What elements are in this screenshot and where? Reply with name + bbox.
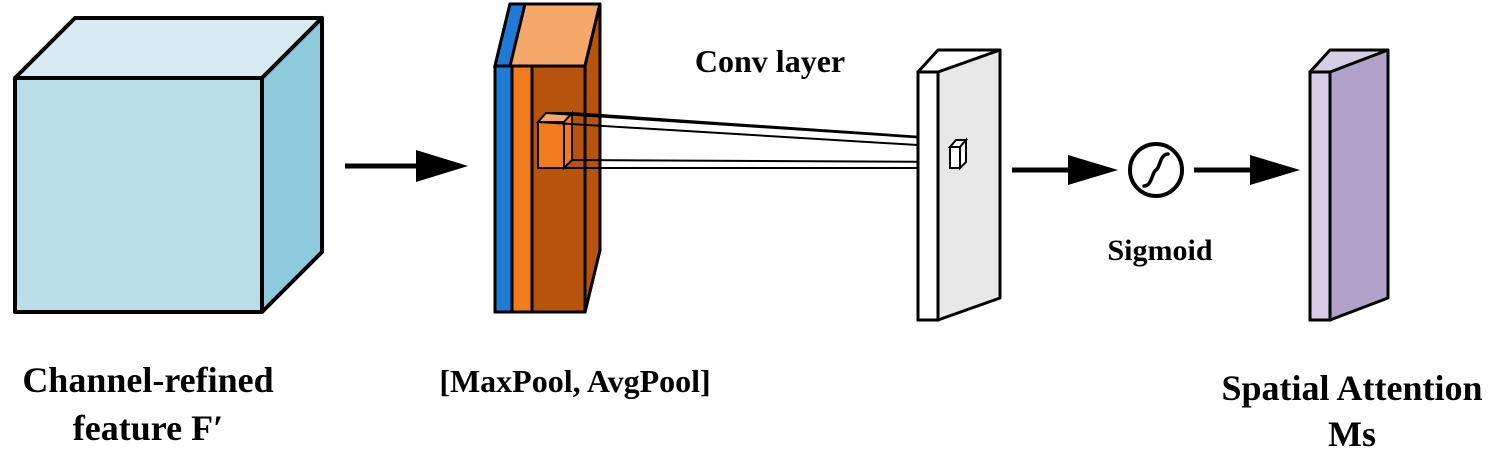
pool-orange-layer [510,64,534,314]
input-label-line2: feature F′ [73,408,223,448]
input-label-line1: Channel-refined [22,360,273,400]
conv-projection-lines [537,112,967,169]
conv-plate-face [936,48,1002,322]
arrow-input-to-pool [345,150,468,182]
arrow-conv-to-sigmoid [1012,155,1118,185]
sigmoid-label: Sigmoid [1107,234,1212,267]
kernel-box-front [537,121,565,169]
pool-label: [MaxPool, AvgPool] [439,363,710,399]
cube-front-face [13,76,264,314]
pool-brown-front [530,64,587,314]
kernel-box-side [563,110,573,171]
pool-brown-side [583,2,602,314]
conv-plate-front-edge [916,70,940,322]
pool-blue-layer [493,64,514,314]
pooled-feature-stack [493,2,602,314]
arrow-sigmoid-to-output [1194,155,1300,185]
conv-output-cell-front [949,146,961,169]
conv-layer-label: Conv layer [695,43,845,79]
output-plate-front-edge [1308,70,1332,322]
output-label-line2: Ms [1328,414,1376,454]
input-feature-cube [13,16,324,314]
output-label-line1: Spatial Attention [1221,368,1482,408]
output-plate-face [1328,48,1390,322]
conv-output-plate [916,48,1002,322]
spatial-attention-plate [1308,48,1390,322]
sigmoid-curve-icon [1128,142,1184,198]
